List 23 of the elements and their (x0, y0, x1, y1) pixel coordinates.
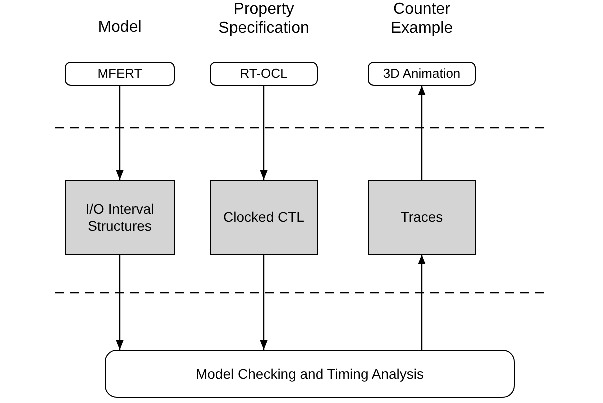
arrow (116, 255, 124, 350)
arrow (116, 86, 124, 180)
arrow (418, 86, 426, 180)
column-heading: Counter Example (390, 0, 454, 38)
process-box (65, 180, 175, 255)
node-label: MFERT (98, 66, 142, 82)
process-box (368, 180, 476, 255)
node-label: RT-OCL (240, 66, 288, 82)
node-label: 3D Animation (383, 66, 461, 82)
arrow (260, 255, 268, 350)
arrow (418, 255, 426, 350)
arrow (260, 86, 268, 180)
column-heading: Property Specification (218, 0, 310, 38)
node-label: Traces (400, 209, 444, 226)
node-label: I/O Interval Structures (84, 200, 156, 234)
node-label: Model Checking and Timing Analysis (196, 366, 424, 382)
column-heading: Model (97, 18, 143, 38)
rounded-box (368, 62, 476, 86)
node-label: Clocked CTL (224, 209, 304, 226)
rounded-box (65, 62, 175, 86)
rounded-box (105, 350, 515, 398)
process-box (210, 180, 318, 255)
rounded-box (210, 62, 318, 86)
